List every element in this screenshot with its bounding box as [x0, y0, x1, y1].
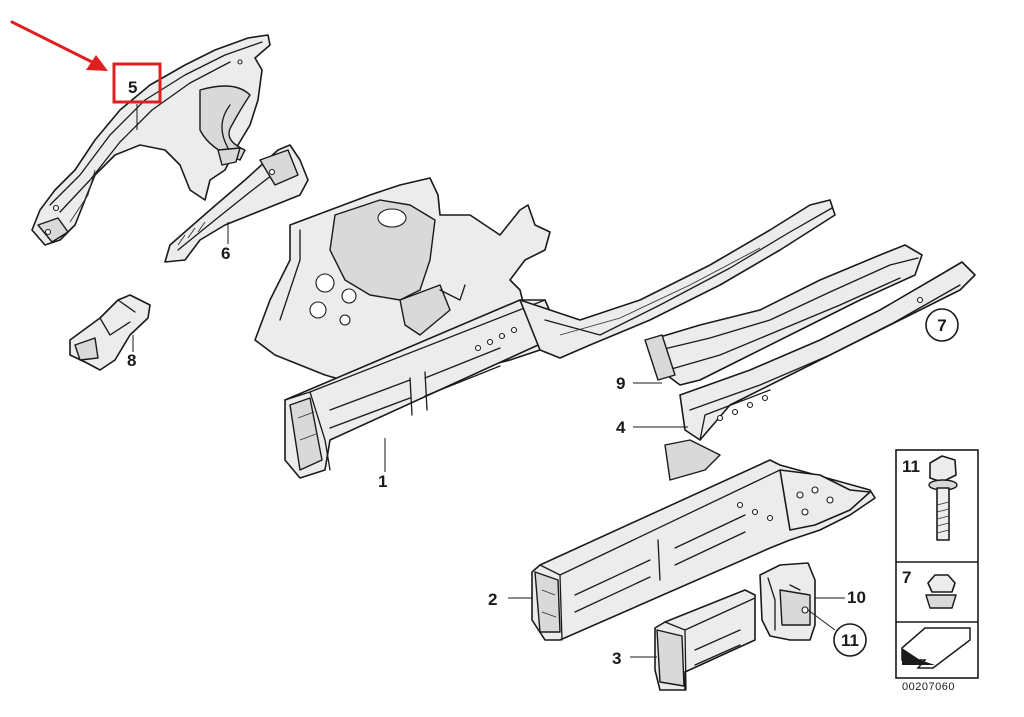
part-9-sill-rail [644, 244, 923, 386]
callout-9: 9 [616, 374, 625, 393]
box-callout-7: 7 [902, 568, 911, 587]
part-4-lower-rail [679, 261, 976, 441]
part-10-mount-block [759, 562, 816, 641]
callout-circle-7 [925, 308, 959, 342]
callout-1: 1 [378, 472, 387, 491]
reference-number: 00207060 [902, 681, 955, 693]
direction-arrow-icon [901, 627, 971, 669]
callout-5: 5 [128, 78, 137, 97]
callout-10: 10 [847, 588, 866, 607]
clip-nut-icon [925, 574, 957, 609]
bolt-icon [928, 455, 958, 541]
callout-2: 2 [488, 590, 497, 609]
callout-circle-11 [833, 623, 867, 657]
callout-11: 11 [841, 631, 859, 650]
callout-8: 8 [127, 351, 136, 370]
callout-6: 6 [221, 244, 230, 263]
box-callout-11: 11 [902, 457, 920, 476]
leader-lines [132, 104, 845, 658]
red-arrow-icon [10, 20, 108, 71]
callout-3: 3 [612, 649, 621, 668]
callout-4: 4 [616, 418, 626, 437]
part-2-side-member [531, 439, 876, 641]
part-1-engine-carrier [254, 177, 836, 479]
part-6-bracket [164, 144, 309, 263]
part-5-wheel-arch [31, 34, 271, 246]
part-8-bracket [69, 294, 151, 371]
part-3-crash-box [654, 589, 756, 691]
callout-7: 7 [937, 316, 946, 335]
fastener-legend-box: 11 7 [895, 449, 979, 679]
highlight-box [112, 62, 162, 104]
